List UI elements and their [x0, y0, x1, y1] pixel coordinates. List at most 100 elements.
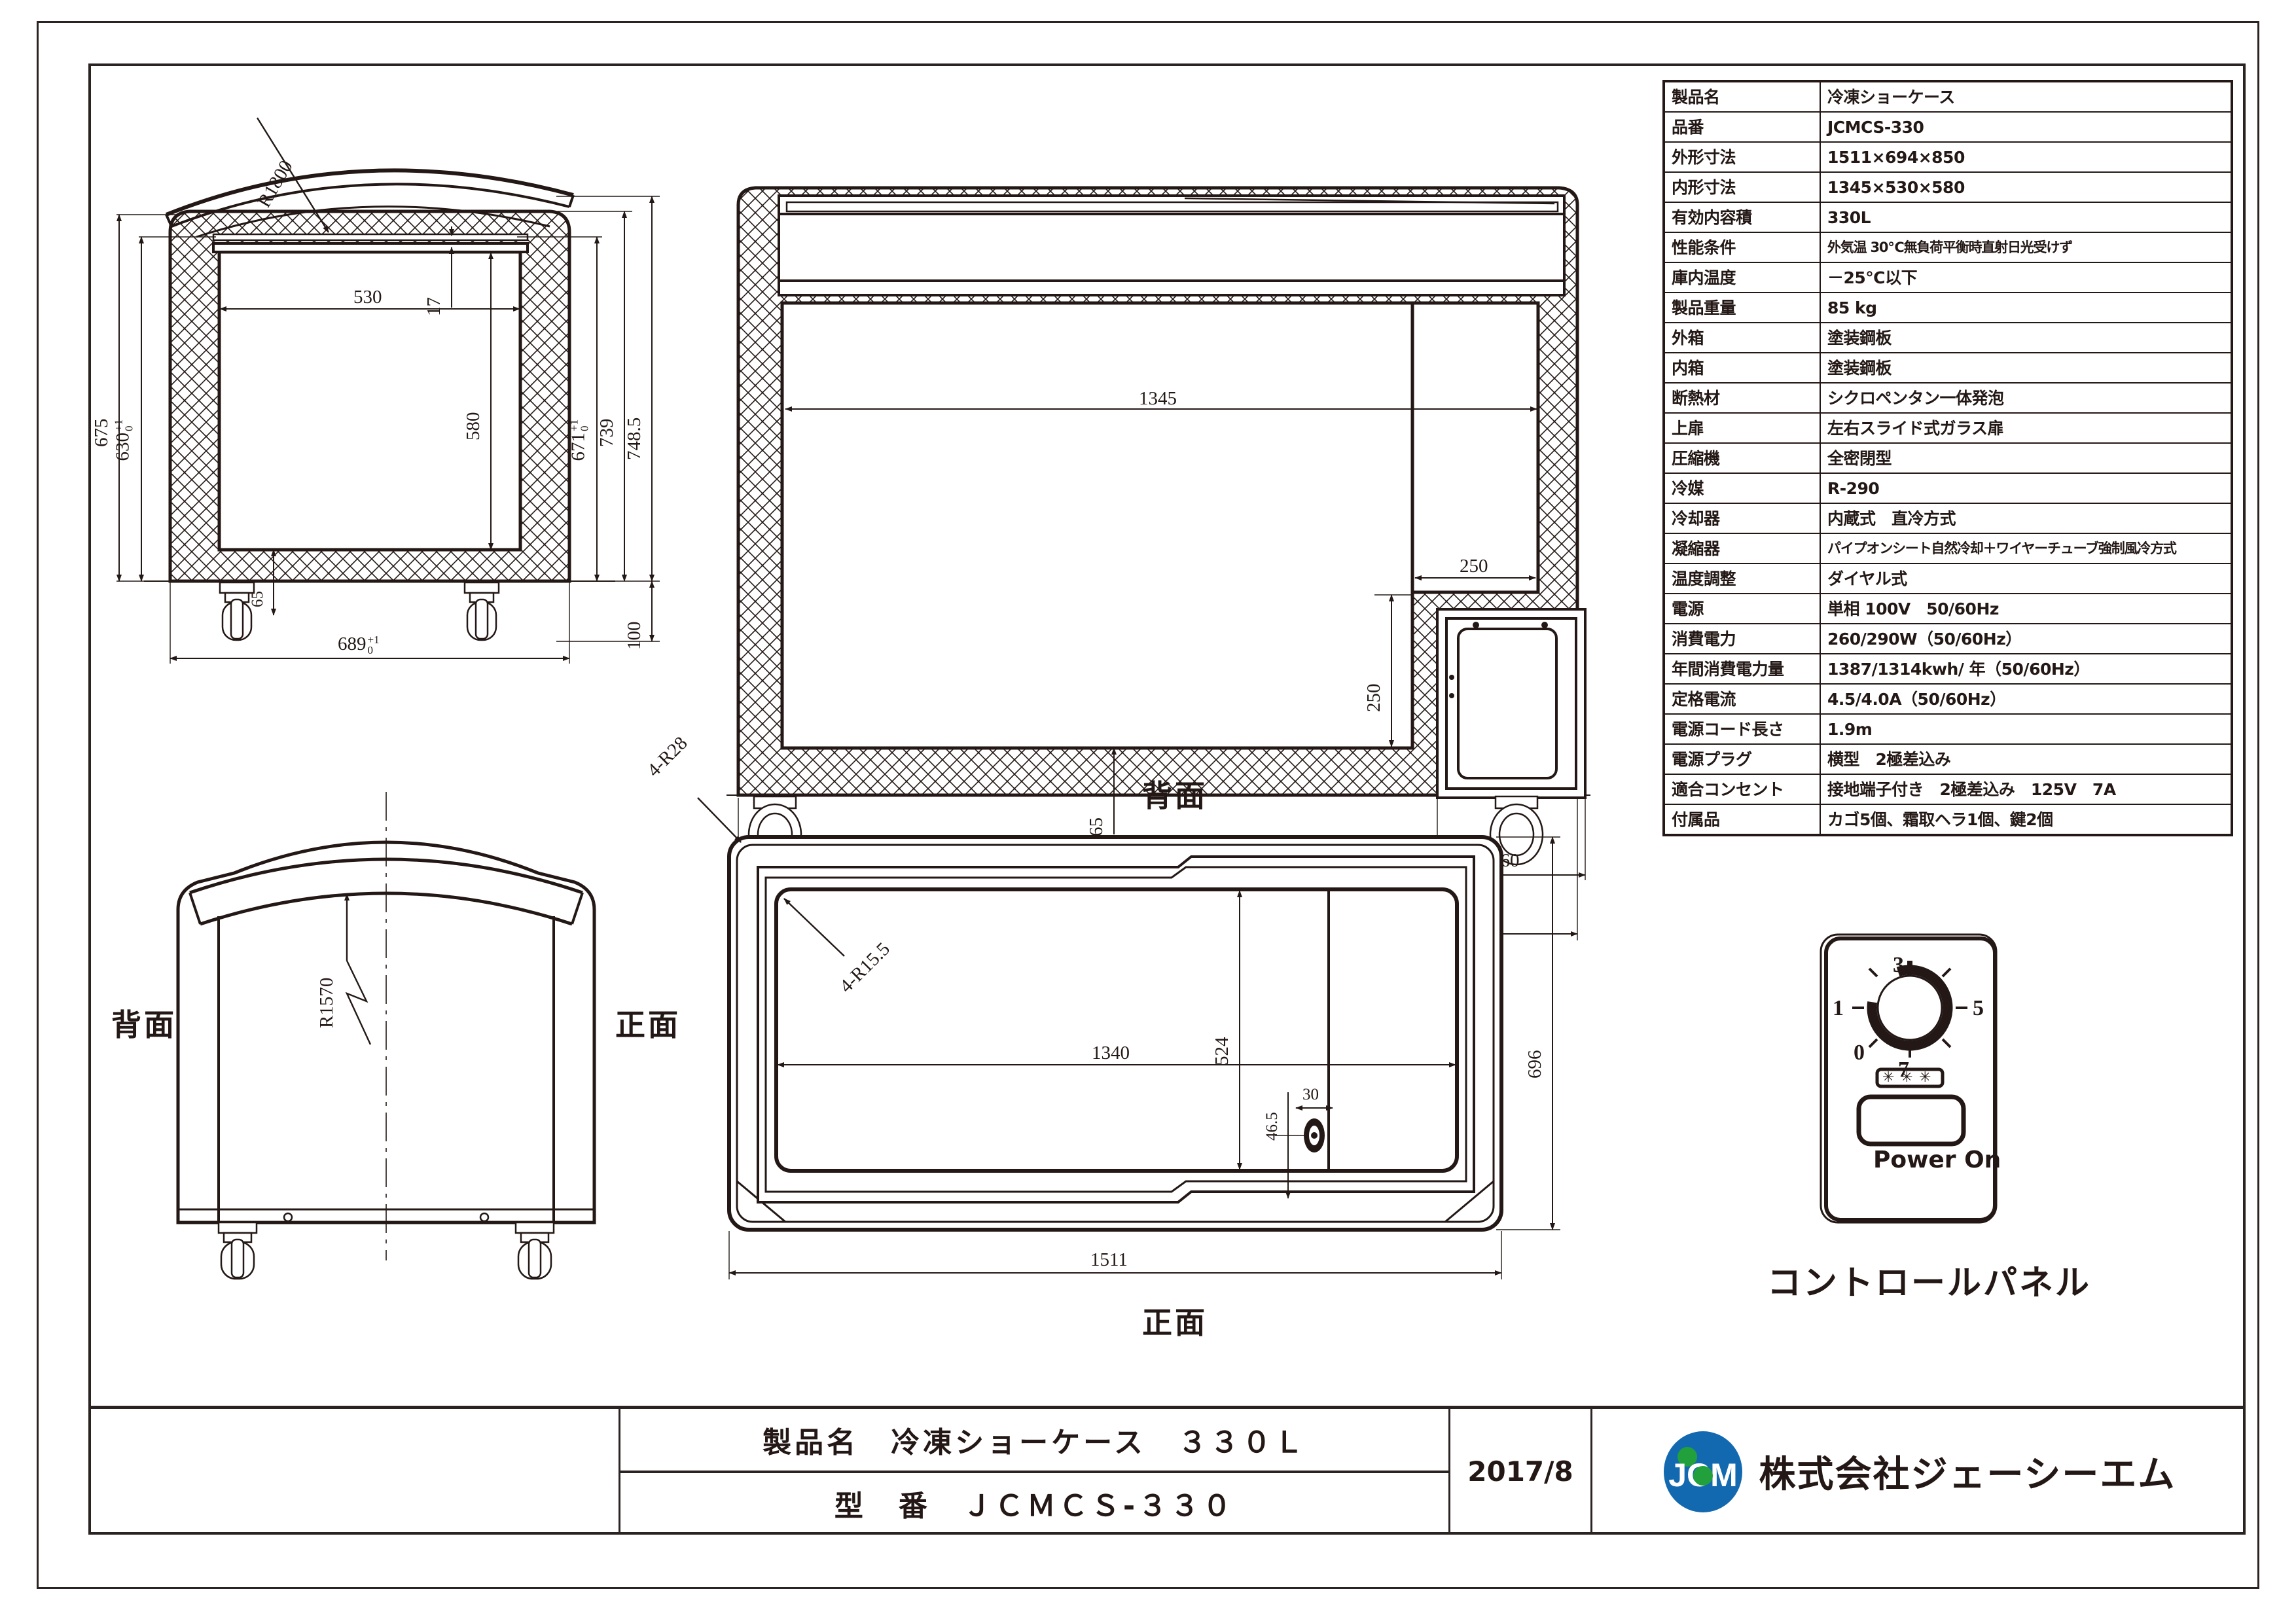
control-panel-drawing [1820, 933, 1998, 1224]
top-plan-bottom-label: 正面 [1142, 1305, 1208, 1340]
rear-view-caption: 背面 [1142, 778, 1208, 813]
spec-value: 260/290W（50/60Hz） [1820, 623, 2233, 654]
spec-key: 品番 [1663, 111, 1821, 143]
dim-696: 696 [1524, 1050, 1545, 1079]
dim-580: 580 [463, 412, 484, 441]
dim-630-tol-dn: 0 [122, 425, 135, 431]
drawing-date: 2017/8 [1467, 1455, 1573, 1488]
spec-key: 凝縮器 [1663, 533, 1821, 564]
top-plan-view: 4-R28 4-R15.5 1340 524 46.5 30 696 1511 [643, 732, 1590, 1286]
dial-label-0: 0 [1854, 1041, 1865, 1065]
end-elevation-drawing [176, 792, 596, 1280]
spec-value: R-290 [1820, 473, 2233, 504]
table-row: 付属品カゴ5個、霜取ヘラ1個、鍵2個 [1663, 804, 2233, 836]
spec-value: カゴ5個、霜取ヘラ1個、鍵2個 [1820, 804, 2233, 836]
spec-value: 内蔵式 直冷方式 [1820, 503, 2233, 534]
dim-1345: 1345 [1139, 388, 1177, 409]
table-row: 冷却器内蔵式 直冷方式 [1663, 503, 2233, 534]
title-block-model-cell: 型 番 ＪＣＭＣＳ-３３０ [620, 1473, 1448, 1535]
dim-530: 530 [353, 287, 382, 308]
company-name: 株式会社ジェーシーエム [1759, 1454, 2176, 1496]
spec-value: 冷凍ショーケース [1820, 80, 2233, 113]
table-row: 内箱塗装鋼板 [1663, 352, 2233, 383]
spec-key: 電源コード長さ [1663, 713, 1821, 745]
jcm-logo-icon: JCM [1663, 1431, 1742, 1512]
spec-key: 冷媒 [1663, 473, 1821, 504]
spec-value: 1345×530×580 [1820, 171, 2233, 203]
title-block-date-cell: 2017/8 [1450, 1409, 1592, 1534]
spec-key: 圧縮機 [1663, 442, 1821, 474]
spec-value: 塗装鋼板 [1820, 352, 2233, 383]
spec-value: パイプオンシート自然冷却＋ワイヤーチューブ強制風冷方式 [1820, 533, 2233, 564]
spec-key: 性能条件 [1663, 232, 1821, 263]
table-row: 上扉左右スライド式ガラス扉 [1663, 412, 2233, 444]
end-elevation-view: R1570 [151, 785, 622, 1283]
spec-key: 電源プラグ [1663, 743, 1821, 775]
dial-label-3: 3 [1893, 953, 1904, 977]
table-row: 製品名冷凍ショーケース [1663, 80, 2233, 113]
control-panel-detail: 3 1 5 0 7 ✳ ✳ ✳ Power On [1814, 928, 2089, 1236]
spec-value: JCMCS-330 [1820, 111, 2233, 143]
inner-border [88, 63, 2246, 1535]
spec-key: 内形寸法 [1663, 171, 1821, 203]
dim-17: 17 [423, 297, 444, 316]
dim-739: 739 [596, 418, 617, 448]
dim-100: 100 [624, 621, 645, 651]
product-name-label: 製品名 冷凍ショーケース ３３０Ｌ [762, 1425, 1306, 1459]
table-row: 温度調整ダイヤル式 [1663, 563, 2233, 594]
dim-1511: 1511 [1090, 1249, 1128, 1270]
spec-value: 全密閉型 [1820, 442, 2233, 474]
rear-section-view: 1345 250 250 65 260 1505+10 [726, 141, 1590, 940]
spec-key: 年間消費電力量 [1663, 653, 1821, 685]
spec-value: 1387/1314kwh/ 年（50/60Hz） [1820, 653, 2233, 685]
spec-key: 内箱 [1663, 352, 1821, 383]
dim-630-value: 630 [112, 432, 134, 461]
title-block-product-cell: 製品名 冷凍ショーケース ３３０Ｌ [620, 1409, 1448, 1473]
spec-value: 塗装鋼板 [1820, 322, 2233, 353]
dim-675: 675 [91, 418, 112, 448]
spec-value: シクロペンタン一体発泡 [1820, 382, 2233, 414]
table-row: 外箱塗装鋼板 [1663, 322, 2233, 353]
spec-key: 断熱材 [1663, 382, 1821, 414]
spec-value: 横型 2極差込み [1820, 743, 2233, 775]
spec-value: 1511×694×850 [1820, 141, 2233, 173]
spec-value: 外気温 30℃無負荷平衡時直射日光受けず [1820, 232, 2233, 263]
table-row: 電源単相 100V 50/60Hz [1663, 593, 2233, 624]
spec-key: 庫内温度 [1663, 262, 1821, 293]
dim-689-tol-dn: 0 [367, 644, 374, 657]
dim-671-value: 671 [567, 432, 589, 461]
side-section-drawing [117, 117, 660, 664]
table-row: 電源プラグ横型 2極差込み [1663, 743, 2233, 775]
spec-key: 冷却器 [1663, 503, 1821, 534]
table-row: 凝縮器パイプオンシート自然冷却＋ワイヤーチューブ強制風冷方式 [1663, 533, 2233, 564]
spec-key: 外形寸法 [1663, 141, 1821, 173]
table-row: 適合コンセント接地端子付き 2極差込み 125V 7A [1663, 774, 2233, 805]
dial-label-5: 5 [1973, 996, 1984, 1020]
dim-r1570: R1570 [316, 977, 337, 1028]
spec-value: 左右スライド式ガラス扉 [1820, 412, 2233, 444]
spec-value: 85 kg [1820, 292, 2233, 323]
end-elevation-left-label: 背面 [111, 1007, 177, 1043]
dim-671-tol-dn: 0 [578, 425, 591, 431]
spec-key: 定格電流 [1663, 683, 1821, 715]
dim-30: 30 [1302, 1086, 1319, 1103]
spec-key: 適合コンセント [1663, 774, 1821, 805]
star-marks: ✳ ✳ ✳ [1882, 1069, 1932, 1086]
dim-1340: 1340 [1092, 1043, 1130, 1063]
spec-value: 接地端子付き 2極差込み 125V 7A [1820, 774, 2233, 805]
title-block: 製品名 冷凍ショーケース ３３０Ｌ 型 番 ＪＣＭＣＳ-３３０ 2017/8 J… [90, 1406, 2244, 1534]
dim-65-side: 65 [249, 591, 266, 607]
title-block-company-cell: JCM 株式会社ジェーシーエム [1592, 1409, 2244, 1534]
end-elevation-right-label: 正面 [615, 1007, 681, 1043]
